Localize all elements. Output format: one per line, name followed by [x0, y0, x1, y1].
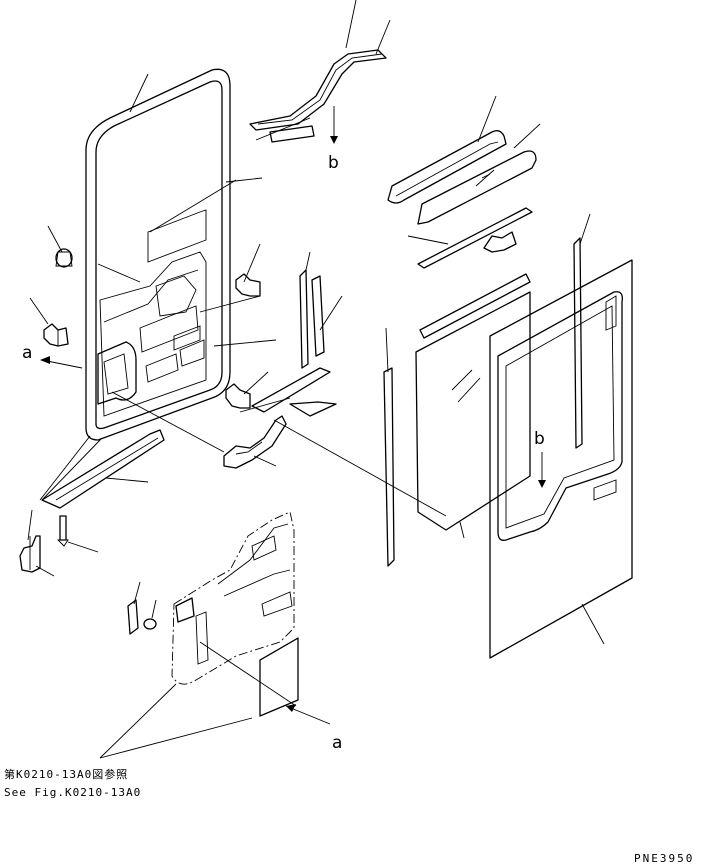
- frame-bolt-2: [235, 273, 261, 297]
- vertical-weather-strip-right: [573, 237, 583, 449]
- rod-bracket: [251, 367, 337, 417]
- glass-seal-strip: [419, 273, 531, 339]
- door-frame: [85, 68, 231, 441]
- upper-seal-piece: [269, 125, 315, 143]
- rail-bolt: [483, 231, 517, 253]
- frame-bolt-1: [43, 323, 69, 347]
- vertical-weather-strip: [383, 367, 395, 567]
- guide-rail: [417, 207, 533, 269]
- screw-lower-left: [19, 535, 41, 573]
- lower-strip: [41, 429, 165, 509]
- callout-a-left: a: [22, 343, 32, 363]
- screw-small: [56, 515, 69, 547]
- vertical-channel-left: [299, 269, 325, 369]
- upper-glass-seal: [387, 130, 507, 204]
- frame-bolt-3: [225, 383, 251, 409]
- frame-clip-1: [55, 248, 73, 268]
- clip-pair: [127, 599, 157, 635]
- reference-note-jp: 第K0210-13A0図参照: [4, 767, 128, 781]
- drawing-code: PNE3950: [634, 852, 694, 865]
- upper-channel-bar: [249, 49, 387, 131]
- leader-lines: [27, 0, 605, 759]
- upper-glass: [417, 150, 537, 225]
- latch-assembly: [223, 415, 287, 469]
- callout-a-bottom: a: [332, 733, 342, 753]
- kick-plate: [259, 637, 299, 717]
- door-panel: [489, 259, 633, 659]
- callout-b-top: b: [328, 153, 339, 173]
- reference-note-en: See Fig.K0210-13A0: [4, 786, 141, 799]
- window-glass: [415, 291, 531, 531]
- callout-b-right: b: [534, 429, 545, 449]
- inner-trim-panel: [171, 511, 295, 685]
